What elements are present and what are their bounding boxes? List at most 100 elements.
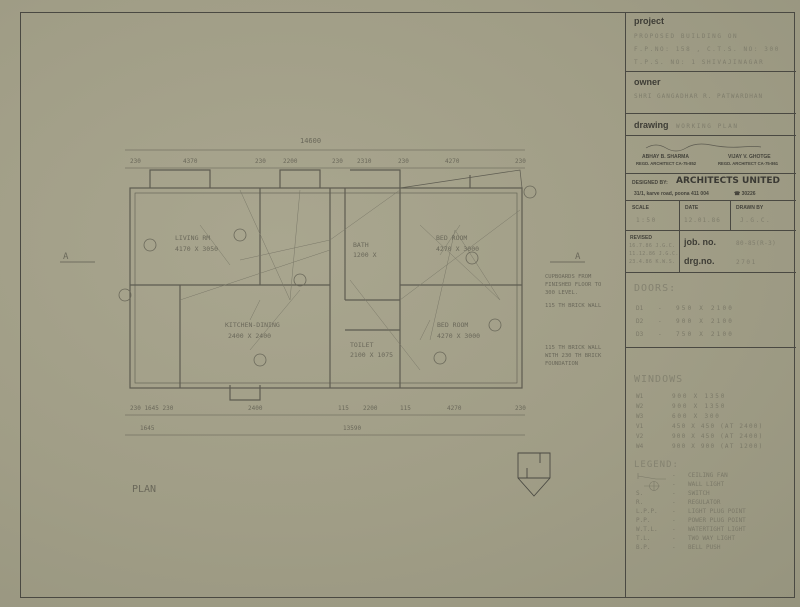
room-size: 1200 X — [353, 251, 377, 259]
top-dim: 230 — [515, 158, 526, 165]
top-dim: 230 — [398, 158, 409, 165]
drawn-by-label: DRAWN BY — [736, 205, 764, 211]
revision-entry: 23.4.86 K.W.S. — [629, 259, 676, 265]
dimension-lines — [125, 149, 525, 436]
revision-entry: 11.12.86 J.G.C. — [629, 251, 679, 257]
room-size: 2400 X 2400 — [228, 332, 271, 340]
scale-label: SCALE — [632, 205, 649, 211]
svg-text:A: A — [63, 252, 69, 262]
job-no-value: 80-85(R-3) — [736, 240, 777, 247]
bottom-dim: 230 1645 230 — [130, 405, 174, 412]
bottom-dim: 4270 — [447, 405, 462, 412]
windows-title: WINDOWS — [634, 374, 684, 385]
doors-title: DOORS: — [634, 283, 677, 294]
bottom-dim: 115 — [400, 405, 411, 412]
revision-entry: 16.7.86 J.G.C. — [629, 243, 676, 249]
top-dim: 4270 — [445, 158, 460, 165]
note: CUPBOARDS FROM — [545, 274, 592, 280]
project-cell: project PROPOSED BUILDING ON F.P.NO: 158… — [626, 12, 796, 72]
drawn-by-value: J.G.C. — [740, 217, 772, 224]
project-line: PROPOSED BUILDING ON — [634, 33, 739, 40]
room-name: TOILET — [350, 341, 374, 349]
top-dim: 230 — [130, 158, 141, 165]
top-dims: 230 4370 230 2200 230 2310 230 4270 230 — [130, 158, 526, 165]
architect-name: ABHAY B. SHARMA — [642, 154, 689, 160]
legend-cell: LEGEND: -CEILING FAN -WALL LIGHT S.-SWIT… — [634, 460, 746, 551]
project-label: project — [634, 16, 665, 26]
date-value: 12.01.86 — [684, 217, 721, 224]
ceiling-fan-icon — [637, 473, 666, 480]
note: WITH 230 TH BRICK — [545, 353, 602, 359]
section-marker-right: A — [550, 252, 585, 263]
architect-name: VIJAY V. GHOTGE — [728, 154, 771, 160]
sheet-border — [20, 12, 795, 598]
date-label: DATE — [685, 205, 699, 211]
note: FINISHED FLOOR TO — [545, 282, 601, 288]
overall-bottom-dim: 13590 — [343, 425, 361, 432]
drg-no-label: drg.no. — [684, 256, 715, 266]
note: 115 TH BRICK WALL — [545, 303, 602, 309]
top-dim: 230 — [332, 158, 343, 165]
firm-name: ARCHITECTS UNITED — [676, 176, 780, 186]
room-name: BATH — [353, 241, 369, 249]
section-marker-left: A — [60, 252, 95, 263]
plan-title: PLAN — [132, 484, 156, 495]
note: 300 LEVEL. — [545, 290, 578, 296]
room-size: 4270 X 3000 — [436, 245, 479, 253]
wall-light-icon — [644, 481, 660, 491]
top-dim: 2310 — [357, 158, 372, 165]
top-dim: 230 — [255, 158, 266, 165]
svg-text:A: A — [575, 252, 581, 262]
light-fixtures — [118, 185, 537, 367]
firm-phone: ☎ 30226 — [734, 191, 756, 197]
note: FOUNDATION — [545, 361, 578, 367]
title-block: project PROPOSED BUILDING ON F.P.NO: 158… — [625, 12, 796, 598]
owner-label: owner — [634, 77, 661, 87]
project-line: F.P.NO: 158 , C.T.S. NO: 300 — [634, 46, 780, 53]
architect-reg: REGD. ARCHITECT CA-75-852 — [636, 161, 697, 166]
project-line: T.P.S. NO: 1 SHIVAJINAGAR — [634, 59, 765, 66]
architect-reg: REGD. ARCHITECT CA-75-861 — [718, 161, 779, 166]
bottom-dims: 230 1645 230 2400 115 2200 115 4270 230 … — [130, 405, 526, 432]
drawing-label: drawing — [634, 120, 669, 130]
room-name: BED ROOM — [437, 321, 468, 329]
plan-walls — [129, 169, 523, 401]
signatures-cell: ABHAY B. SHARMA REGD. ARCHITECT CA-75-85… — [626, 136, 796, 174]
designed-by-label: DESIGNED BY: — [632, 180, 668, 186]
wiring-lines — [179, 189, 521, 371]
job-no-label: job. no. — [684, 237, 716, 247]
room-name: BED ROOM — [436, 234, 467, 242]
drawing-cell: drawing WORKING PLAN — [626, 114, 796, 136]
note: 115 TH BRICK WALL — [545, 345, 602, 351]
scale-value: 1:50 — [636, 217, 657, 224]
room-size: 2100 X 1075 — [350, 351, 393, 359]
room-size: 4170 X 3050 — [175, 245, 218, 253]
owner-cell: owner SHRI GANGADHAR R. PATWARDHAN — [626, 72, 796, 114]
scale-date-cell: SCALE 1:50 DATE 12.01.86 DRAWN BY J.G.C. — [626, 201, 796, 231]
room-name: KITCHEN-DINING — [225, 321, 280, 329]
bottom-dim: 230 — [515, 405, 526, 412]
firm-address: 31/1, karve road, poona 411 004 — [634, 191, 709, 197]
designed-by-cell: DESIGNED BY: ARCHITECTS UNITED 31/1, kar… — [626, 174, 796, 201]
signature-icon — [645, 143, 762, 152]
room-name: LIVING RM — [175, 234, 210, 242]
owner-value: SHRI GANGADHAR R. PATWARDHAN — [634, 93, 764, 100]
outer-wall — [129, 187, 523, 389]
bottom-dim: 2400 — [248, 405, 263, 412]
drawing-value: WORKING PLAN — [676, 123, 739, 130]
revised-label: REVISED — [630, 235, 652, 241]
legend-title: LEGEND: — [634, 460, 679, 470]
interior-walls — [130, 169, 522, 401]
overall-top-dim: 14600 — [300, 137, 321, 145]
revision-cell: REVISED 16.7.86 J.G.C. 11.12.86 J.G.C. 2… — [626, 231, 796, 273]
room-labels: LIVING RM 4170 X 3050 KITCHEN-DINING 240… — [175, 234, 480, 359]
room-size: 4270 X 3000 — [437, 332, 480, 340]
plan-notes: CUPBOARDS FROM FINISHED FLOOR TO 300 LEV… — [545, 274, 602, 367]
overall-bottom-dim: 1645 — [140, 425, 155, 432]
bottom-dim: 2200 — [363, 405, 378, 412]
drg-no-value: 2701 — [736, 259, 757, 266]
top-dim: 4370 — [183, 158, 198, 165]
north-arrow-icon — [517, 452, 551, 497]
